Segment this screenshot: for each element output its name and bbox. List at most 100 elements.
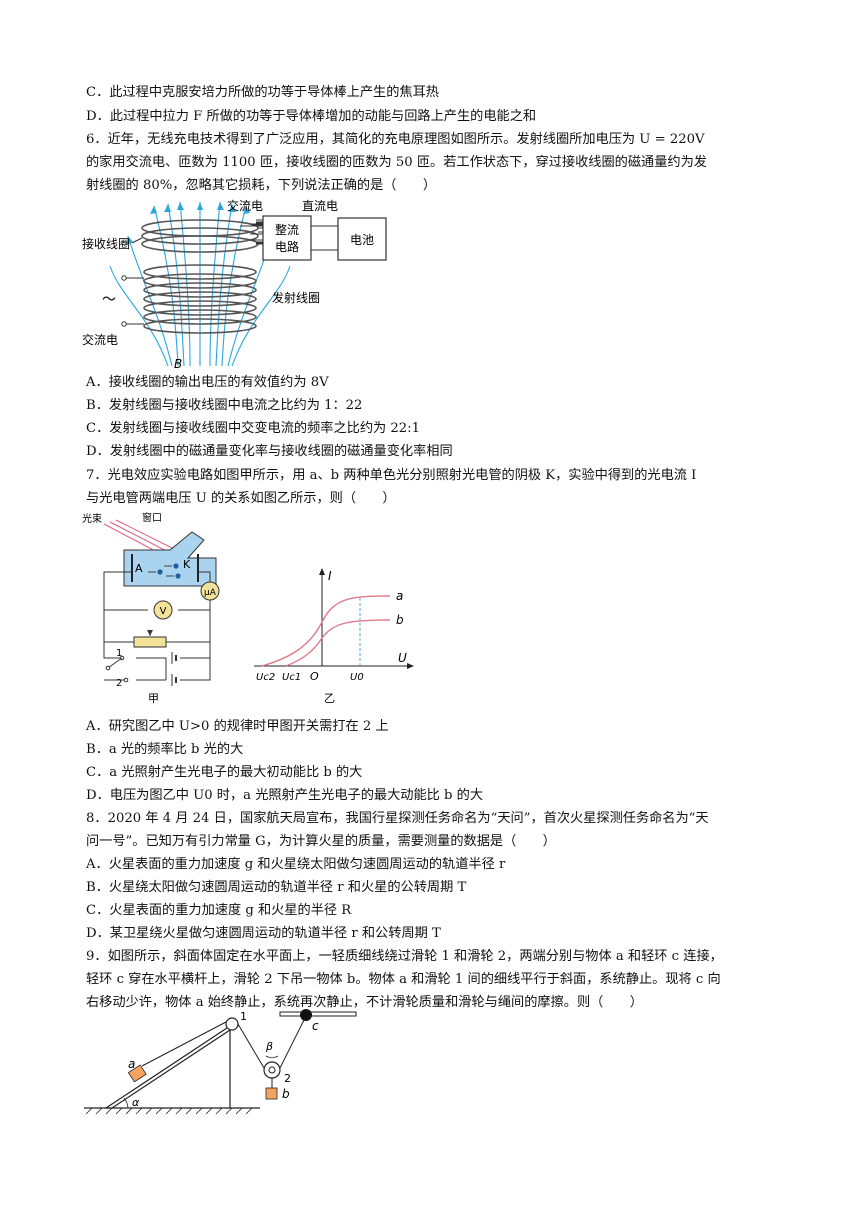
- i-axis-label: I: [328, 569, 332, 583]
- dc-label: 直流电: [302, 199, 338, 213]
- q8-option-b: B．火星绕太阳做匀速圆周运动的轨道半径 r 和火星的公转周期 T: [86, 880, 467, 895]
- q7-option-c: C．a 光照射产生光电子的最大初动能比 b 的大: [86, 765, 363, 780]
- block-a: [127, 1064, 147, 1083]
- ground-hatching: [85, 1107, 253, 1115]
- u-axis-label: U: [398, 651, 407, 665]
- photo-tube: [123, 531, 217, 587]
- beta-arc: [265, 1055, 279, 1058]
- uc2-label: Uc2: [256, 672, 275, 683]
- i-axis-arrow: [319, 568, 325, 575]
- q6-option-b: B．发射线圈与接收线圈中电流之比约为 1：22: [86, 398, 363, 413]
- ac-symbol: ～: [102, 292, 116, 308]
- alpha-arc: [123, 1097, 129, 1109]
- q9-incline-pulley-figure: α a 1 β 2 b c: [84, 1009, 357, 1115]
- horizontal-rod: [279, 1011, 357, 1017]
- ac-top-label: 交流电: [227, 198, 263, 213]
- u-axis-arrow: [407, 663, 414, 669]
- pulley-1: [225, 1017, 239, 1031]
- q6-option-a: A．接收线圈的输出电压的有效值约为 8V: [86, 375, 329, 390]
- rect-box-wires: [258, 223, 263, 243]
- light-beam-label: 光束: [82, 512, 102, 525]
- rectifier-label-1: 整流: [275, 222, 299, 237]
- q6-wireless-charging-figure: 整流 电路 电池 交流电 直流电 接收线圈 发射线圈 ～ 交流电 B: [82, 198, 387, 371]
- q8-option-d: D．某卫星绕火星做匀速圆周运动的轨道半径 r 和公转周期 T: [86, 926, 441, 941]
- block-b: [265, 1087, 278, 1100]
- rectifier-label-2: 电路: [275, 239, 299, 254]
- switch-lever: [107, 657, 123, 669]
- electron-arrows: [148, 565, 174, 577]
- electron-3: [175, 573, 181, 579]
- q7-stem-line-1: 7．光电效应实验电路如图甲所示，用 a、b 两种单色光分别照射光电管的阴极 K，…: [86, 468, 697, 483]
- q6-stem-line-2: 的家用交流电、匝数为 1100 匝，接收线圈的匝数为 50 匝。若工作状态下，穿…: [86, 155, 707, 170]
- string-to-pulley-2: [237, 1023, 265, 1069]
- q8-stem-line-1: 8．2020 年 4 月 24 日，国家航天局宣布，我国行星探测任务命名为“天问…: [86, 811, 709, 826]
- ac-bottom-label: 交流电: [82, 332, 118, 347]
- curve-a-label: a: [396, 589, 403, 603]
- q7-option-d: D．电压为图乙中 U0 时，a 光照射产生光电子的最大动能比 b 的大: [86, 788, 484, 803]
- block-b-label: b: [282, 1087, 290, 1101]
- uc1-label: Uc1: [282, 672, 301, 683]
- incline-surface: [104, 1024, 231, 1109]
- string-to-ring-c: [279, 1015, 307, 1069]
- rheostat: [133, 636, 167, 648]
- emit-terminal-top: [121, 275, 127, 281]
- emit-coil: [143, 264, 257, 334]
- figure-yi-caption: 乙: [324, 692, 335, 705]
- q6-stem-line-3: 射线圈的 80%，忽略其它损耗，下列说法正确的是（ ）: [86, 178, 437, 193]
- alpha-label: α: [132, 1096, 140, 1109]
- anode-label: A: [135, 562, 143, 575]
- u0-label: U0: [350, 672, 364, 683]
- pulley-1-label: 1: [240, 1010, 247, 1023]
- cathode-label: K: [183, 558, 191, 571]
- ring-c-label: c: [312, 1019, 319, 1033]
- q8-option-c: C．火星表面的重力加速度 g 和火星的半径 R: [86, 903, 352, 918]
- field-b-label: B: [174, 357, 182, 371]
- battery-box: [337, 217, 387, 261]
- q7-figure-yi-graph: I U O Uc2 Uc1 U0 a b 乙: [254, 568, 414, 705]
- batteries: [171, 652, 177, 686]
- q7-option-b: B．a 光的频率比 b 光的大: [86, 742, 244, 757]
- rheostat-slider: [147, 630, 153, 636]
- switch-label-1: 1: [116, 648, 122, 659]
- origin-label: O: [310, 670, 319, 683]
- emit-terminal-bottom: [121, 321, 127, 327]
- curve-a: [261, 595, 391, 667]
- receive-coil-label: 接收线圈: [82, 236, 130, 251]
- electron-2: [157, 569, 163, 575]
- curve-b-label: b: [396, 613, 404, 627]
- switch-contact-2: [123, 677, 129, 683]
- pulley-2-label: 2: [284, 1072, 291, 1085]
- q6-stem-line-1: 6．近年，无线充电技术得到了广泛应用，其简化的充电原理图如图所示。发射线圈所加电…: [86, 132, 705, 147]
- q9-stem-line-2: 轻环 c 穿在水平横杆上，滑轮 2 下吊一物体 b。物体 a 和滑轮 1 间的细…: [86, 972, 721, 987]
- microammeter-label: μA: [204, 588, 217, 598]
- string-incline: [141, 1021, 227, 1067]
- electron-1: [173, 563, 179, 569]
- block-a-label: a: [128, 1057, 135, 1071]
- q8-stem-line-2: 问一号”。已知万有引力常量 G，为计算火星的质量，需要测量的数据是（ ）: [86, 834, 556, 849]
- q7-figure-jia-circuit: 光束 窗口 A K μA V 1 2: [82, 511, 220, 705]
- voltmeter: [153, 600, 173, 620]
- q5-option-d: D．此过程中拉力 F 所做的功等于导体棒增加的动能与回路上产生的电能之和: [86, 109, 537, 124]
- rectifier-box: [262, 215, 312, 261]
- q6-option-d: D．发射线圈中的磁通量变化率与接收线圈的磁通量变化率相同: [86, 444, 453, 459]
- receive-label-pointer: [131, 237, 143, 244]
- figure-jia-caption: 甲: [148, 692, 159, 705]
- q9-stem-line-3: 右移动少许，物体 a 始终静止，系统再次静止，不计滑轮质量和滑轮与绳间的摩擦。则…: [86, 995, 643, 1010]
- emit-coil-label: 发射线圈: [272, 290, 320, 305]
- pulley-2-axle: [268, 1066, 276, 1074]
- circuit-wiring: [103, 571, 211, 681]
- q6-option-c: C．发射线圈与接收线圈中交变电流的频率之比约为 22:1: [86, 421, 421, 436]
- q9-stem-line-1: 9．如图所示，斜面体固定在水平面上，一轻质细线绕过滑轮 1 和滑轮 2，两端分别…: [86, 949, 723, 964]
- beta-label: β: [265, 1040, 273, 1053]
- q5-option-c: C．此过程中克服安培力所做的功等于导体棒上产生的焦耳热: [86, 85, 439, 100]
- q8-option-a: A．火星表面的重力加速度 g 和火星绕太阳做匀速圆周运动的轨道半径 r: [86, 857, 506, 872]
- battery-label: 电池: [350, 233, 374, 247]
- microammeter: [200, 581, 220, 601]
- ring-c: [300, 1009, 312, 1021]
- voltmeter-label: V: [160, 606, 167, 617]
- switch-label-2: 2: [116, 678, 122, 689]
- curve-b: [285, 619, 391, 667]
- q7-stem-line-2: 与光电管两端电压 U 的关系如图乙所示，则（ ）: [86, 491, 396, 506]
- q7-option-a: A．研究图乙中 U>0 的规律时甲图开关需打在 2 上: [86, 719, 389, 734]
- window-label: 窗口: [142, 511, 162, 524]
